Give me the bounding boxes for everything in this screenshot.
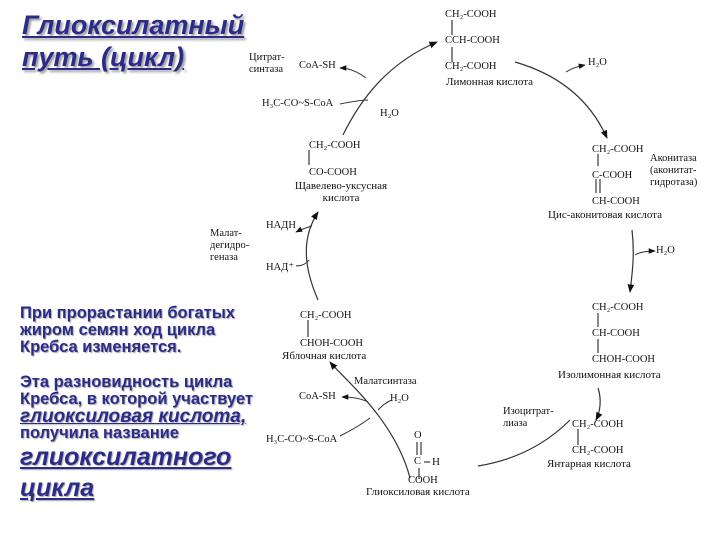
arrow-malic-to-oxaloacetic	[305, 211, 319, 301]
paragraph-line: Кребса, в которой участвует	[20, 390, 253, 408]
malic-acid-formula: CH₂-COOH CHOH-COOH	[300, 310, 363, 349]
cis-aconitic-acid-formula: CH₂-COOH C-COOH CH-COOH	[592, 144, 644, 207]
h2o-bottom: H₂O	[390, 393, 409, 404]
coa-malate-arrow	[341, 394, 369, 403]
glyoxylic-h: H	[432, 456, 440, 468]
arrow-citric-to-aconitic	[514, 61, 608, 139]
paragraph-line: При прорастании богатых	[20, 304, 235, 322]
paragraph-line: Эта разновидность цикла	[20, 373, 233, 391]
nadh-arrow	[295, 225, 313, 233]
arrow-oxaloacetic-to-citric	[342, 41, 438, 136]
cycle-term: цикла	[20, 474, 95, 502]
nad-label: НАД⁺	[266, 262, 294, 273]
isocitric-acid-formula: CH₂-COOH CH-COOH CHOH-COOH	[592, 302, 655, 365]
coa-citrate-arrow	[339, 65, 367, 79]
paragraph-glyoxylate: Эта разновидность цикла Кребса, в которо…	[20, 374, 253, 504]
paragraph-line: Кребса изменяется.	[20, 338, 182, 356]
nad-arrow	[295, 259, 310, 267]
paragraph-line: получила название	[20, 424, 179, 442]
slide-title-line2: путь (цикл)	[22, 42, 185, 72]
paragraph-krebs-change: При прорастании богатых жиром семян ход …	[20, 305, 235, 356]
malate-synthase-label: Малатсинтаза	[354, 376, 417, 387]
isocitric-acid-name: Изолимонная кислота	[558, 369, 661, 381]
citrate-synthase-label: Цитрат- синтаза	[249, 52, 285, 75]
cis-aconitic-acid-name: Цис-аконитовая кислота	[548, 209, 663, 221]
oxaloacetic-acid-name: Щавелево-уксусная кислота	[294, 180, 388, 204]
h2o-aconitase: H₂O	[656, 245, 675, 256]
paragraph-line: жиром семян ход цикла	[20, 321, 216, 339]
arrow-isocitric-to-succinic	[595, 387, 603, 421]
h2o-malate-arrow	[377, 399, 393, 411]
coa-sh-top: CoA-SH	[299, 60, 336, 71]
acetylcoa-citrate-arrow	[339, 99, 369, 105]
arrow-aconitic-to-isocitric	[627, 229, 635, 293]
glyoxylate-term: глиоксилатного	[20, 443, 232, 471]
citric-acid-name: Лимонная кислота	[446, 76, 534, 88]
acetyl-coa-bottom: H₃C-CO~S-CoA	[266, 434, 338, 445]
arrow-glyoxylic-to-malic	[329, 361, 411, 479]
h2o-top-left: H₂O	[380, 108, 399, 119]
acetylcoa-malate-arrow	[339, 417, 371, 437]
h2o-release-arrow	[565, 63, 586, 73]
succinic-acid-formula: CH₂-COOH CH₂-COOH	[572, 419, 624, 456]
glyoxylic-acid-emphasis: глиоксиловая кислота,	[20, 406, 247, 427]
glyoxylic-acid-name: Глиоксиловая кислота	[366, 486, 470, 498]
h2o-aconitase-arrow	[634, 248, 656, 256]
aconitase-label: Аконитаза (аконитат- гидротаза)	[650, 153, 698, 188]
arrow-to-glyoxylic	[477, 419, 571, 467]
succinic-acid-name: Янтарная кислота	[547, 458, 631, 470]
h2o-top-right: H₂O	[588, 57, 607, 68]
malic-acid-name: Яблочная кислота	[282, 350, 367, 362]
isocitrate-lyase-label: Изоцитрат- лиаза	[503, 406, 554, 429]
citric-acid-formula: CH₂-COOH CCH-COOH CH₂-COOH	[445, 9, 500, 72]
malate-dehydrogenase-label: Малат- дегидро- геназа	[210, 228, 250, 263]
oxaloacetic-acid-formula: CH₂-COOH CO-COOH	[309, 140, 361, 178]
glyoxylic-acid-formula: O C COOH	[408, 430, 438, 486]
slide-title-line1: Глиоксилатный	[22, 10, 245, 40]
coa-sh-bottom: CoA-SH	[299, 391, 336, 402]
acetyl-coa-top: H₃C-CO~S-CoA	[262, 98, 334, 109]
nadh-label: НАДН	[266, 220, 296, 231]
